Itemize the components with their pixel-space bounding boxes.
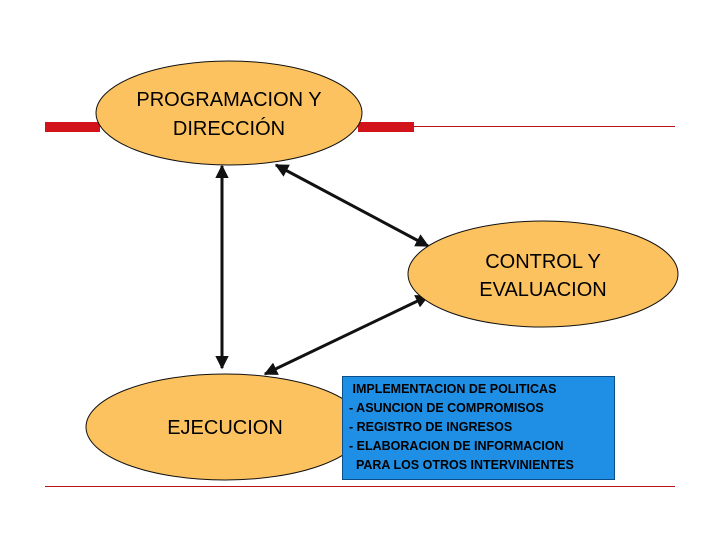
node-control-line1: CONTROL Y (485, 251, 601, 273)
top-red-bar-right (358, 122, 414, 132)
callout-line: IMPLEMENTACION DE POLITICAS (349, 382, 557, 396)
node-control-shape (407, 220, 679, 328)
callout-line: - REGISTRO DE INGRESOS (349, 420, 513, 434)
callout-line: - ASUNCION DE COMPROMISOS (349, 401, 544, 415)
node-programacion-shape (95, 60, 363, 166)
activities-callout: IMPLEMENTACION DE POLITICAS - ASUNCION D… (342, 376, 615, 480)
node-programacion: PROGRAMACION Y DIRECCIÓN (95, 60, 363, 166)
node-programacion-line1: PROGRAMACION Y (136, 89, 321, 111)
node-control-line2: EVALUACION (479, 279, 606, 301)
node-ejecucion-label: EJECUCION (167, 417, 283, 439)
top-red-bar-left (45, 122, 100, 132)
node-control: CONTROL Y EVALUACION (407, 220, 679, 328)
node-programacion-line2: DIRECCIÓN (173, 117, 285, 140)
node-ejecucion: EJECUCION (85, 373, 365, 481)
callout-line: - ELABORACION DE INFORMACION (349, 439, 564, 453)
callout-line: PARA LOS OTROS INTERVINIENTES (349, 458, 574, 472)
arrow-control-ejecucion (263, 294, 430, 376)
arrow-programacion-control (274, 163, 430, 248)
